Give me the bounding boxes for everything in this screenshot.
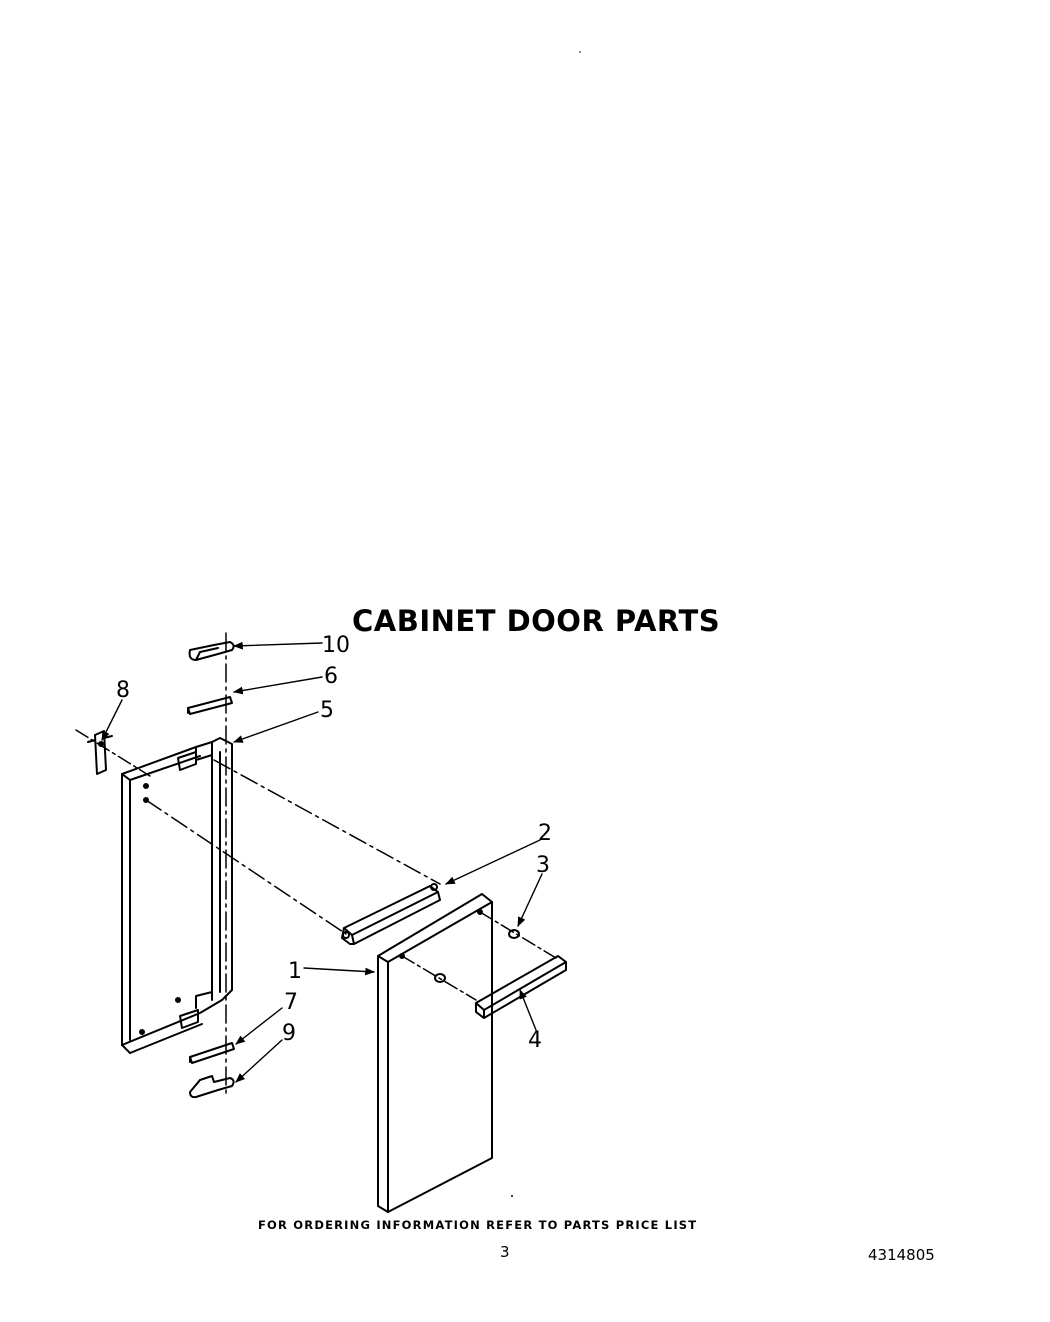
leader-8 [101, 699, 123, 741]
document-number: 4314805 [868, 1246, 935, 1264]
callout-7: 7 [284, 990, 298, 1015]
part-5-door-frame [121, 737, 233, 1054]
leader-lines [101, 641, 543, 1083]
leader-1 [303, 967, 375, 976]
callout-10: 10 [322, 633, 350, 658]
page-title: CABINET DOOR PARTS [352, 604, 721, 638]
page-number: 3 [500, 1243, 510, 1261]
ordering-info-note: FOR ORDERING INFORMATION REFER TO PARTS … [258, 1218, 698, 1232]
leader-4 [519, 989, 537, 1031]
part-6-hinge-plate-top [187, 696, 233, 715]
leader-2 [445, 839, 541, 885]
callout-3: 3 [536, 853, 550, 878]
part-10-hinge-pin-top [188, 641, 235, 661]
part-4-door-handle [475, 955, 567, 1019]
bracket-axis-line [75, 729, 151, 777]
leader-5 [233, 711, 319, 743]
part-2-spacer-bracket [341, 883, 441, 945]
assembly-line-handle-left [401, 955, 477, 1001]
leader-6 [233, 676, 323, 695]
callout-1: 1 [288, 959, 302, 984]
leader-3 [517, 873, 543, 927]
assembly-line-upper [213, 759, 441, 885]
part-8-side-bracket [87, 730, 113, 775]
part-7-hinge-plate-bottom [189, 1042, 235, 1064]
callout-6: 6 [324, 664, 338, 689]
leader-9 [235, 1039, 283, 1083]
callout-9: 9 [282, 1021, 296, 1046]
part-9-hinge-pin-bottom [189, 1075, 235, 1099]
callout-2: 2 [538, 821, 552, 846]
leader-7 [235, 1007, 283, 1045]
part-3-screw [434, 929, 520, 983]
callout-5: 5 [320, 698, 334, 723]
assembly-line-lower [145, 799, 347, 935]
callout-8: 8 [116, 678, 130, 703]
callout-4: 4 [528, 1028, 542, 1053]
part-1-door-panel [377, 893, 493, 1213]
leader-10 [233, 641, 323, 650]
